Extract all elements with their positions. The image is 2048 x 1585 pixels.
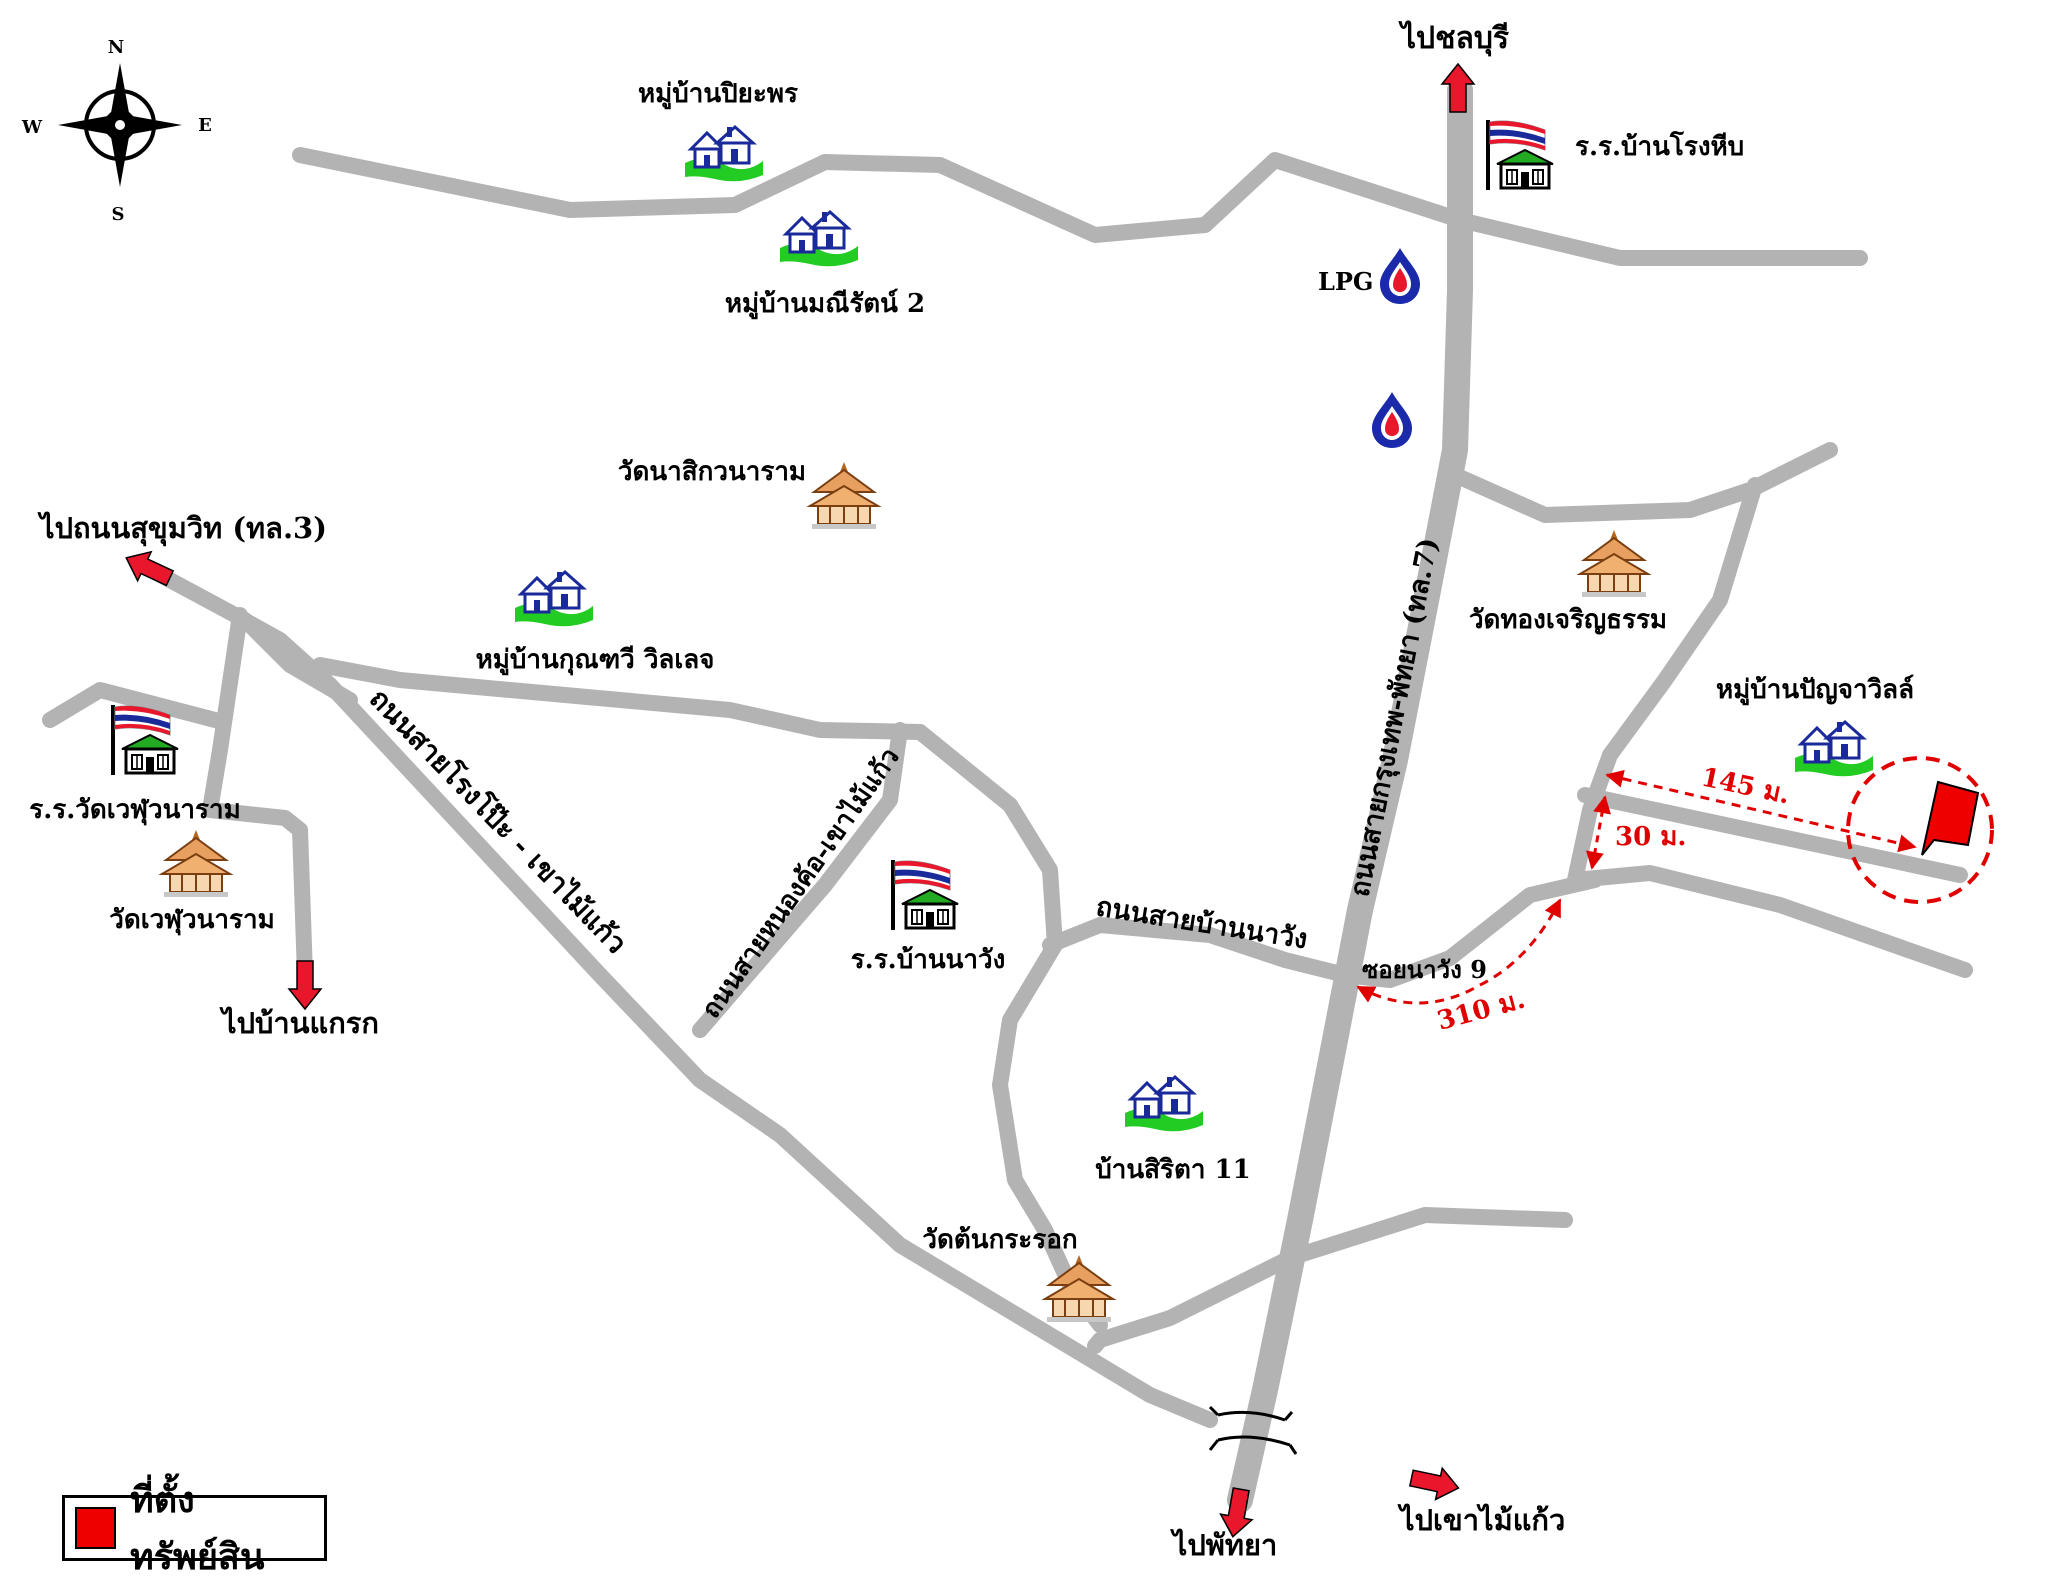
compass-e: E [198, 115, 212, 136]
dest-khao-mai-kaeo-label: ไปเขาไม้แก้ว [1397, 1503, 1565, 1537]
label-soi-nawang: ซอยนาวัง 9 [1362, 955, 1487, 984]
property-marker [1921, 780, 1980, 856]
road-ban-nawang [1042, 917, 1353, 983]
road-wat-wephu [202, 607, 313, 983]
road-rong-po-label: ถนนสายโรงโป๊ะ - เขาไม้แก้ว [363, 681, 634, 960]
village-piyaporn-icon [683, 125, 765, 183]
label-school-ban-nawang: ร.ร.บ้านนาวัง [851, 945, 1006, 975]
dest-pattaya-label: ไปพัทยา [1170, 1528, 1278, 1562]
compass-icon: N S E W [21, 37, 212, 225]
distance-145-arrow [1605, 769, 1917, 853]
label-panya-ville: หมู่บ้านปัญจาวิลล์ [1716, 674, 1914, 706]
bridge-icon [1208, 1405, 1298, 1455]
road-east-4 [1567, 865, 1973, 978]
school-ban-nawang-icon [891, 858, 960, 932]
label-maneerat: หมู่บ้านมณีรัตน์ 2 [725, 288, 925, 320]
compass-s: S [112, 204, 125, 225]
road-loop [912, 724, 1108, 1333]
property-circle [1846, 756, 1994, 904]
temple-wat-thong-charoen-icon [1579, 529, 1649, 598]
dest-sukhumvit-label: ไปถนนสุขุมวิท (ทล.3) [37, 511, 327, 546]
road-east-1 [1447, 442, 1838, 523]
temple-wat-wephu-icon [161, 829, 231, 898]
label-lpg: LPG [1318, 267, 1373, 296]
road-south [1092, 1207, 1573, 1348]
label-school-wat-wephu: ร.ร.วัดเวฬุวนาราม [29, 795, 240, 826]
distance-145-label: 145 ม. [1699, 763, 1793, 811]
temple-wat-nasik-icon [809, 461, 879, 530]
distance-30-label: 30 ม. [1615, 822, 1686, 852]
label-wat-ton-krarok: วัดต้นกระรอก [922, 1225, 1077, 1255]
legend-swatch [75, 1507, 117, 1549]
label-school-rong-heeb: ร.ร.บ้านโรงหีบ [1575, 130, 1744, 162]
gas-station-lpg-icon [1380, 248, 1420, 304]
road-north [292, 147, 1868, 266]
road-nong-kho [692, 722, 908, 1038]
dest-ban-khaeng-label: ไปบ้านแกรก [219, 1006, 379, 1040]
village-maneerat-icon [778, 210, 860, 268]
dest-chonburi-label: ไปชลบุรี [1398, 20, 1509, 57]
legend: ที่ตั้งทรัพย์สิน [62, 1479, 327, 1578]
school-wat-wephu-icon [111, 703, 180, 777]
compass-n: N [108, 37, 124, 58]
highway-7-label: ถนนสายกรุงเทพ-พัทยา (ทล.7) [1344, 535, 1445, 899]
distance-310-label: 310 ม. [1434, 985, 1528, 1037]
school-rong-heeb-icon [1486, 118, 1555, 192]
label-ban-sirita: บ้านสิริตา 11 [1095, 1155, 1250, 1185]
arrow-ban-khaeng-icon [288, 960, 322, 1010]
label-kunnatee: หมู่บ้านกุณฑวี วิลเลจ [476, 645, 715, 676]
highway-7 [1227, 77, 1473, 1513]
distance-310-arrow [1356, 898, 1562, 1005]
village-panya-ville-icon [1793, 720, 1875, 778]
gas-station-icon [1372, 392, 1412, 448]
label-wat-nasik: วัดนาสิกวนาราม [618, 457, 806, 487]
legend-label: ที่ตั้งทรัพย์สิน [130, 1479, 265, 1578]
village-sirita-icon [1123, 1075, 1205, 1133]
road-kunnatee [312, 657, 928, 740]
road-school-west [42, 682, 223, 728]
road-nong-kho-label: ถนนสายหนองค้อ-เขาไม้แก้ว [695, 741, 906, 1024]
road-south-link [1087, 1332, 1108, 1354]
arrow-khao-mai-kaeo-icon [1407, 1461, 1463, 1505]
road-sukhumvit-spur [237, 612, 358, 708]
label-piyaporn: หมู่บ้านปิยะพร [638, 79, 798, 110]
label-wat-thong-charoen: วัดทองเจริญธรรม [1469, 605, 1667, 635]
label-wat-wephu: วัดเวฬุวนาราม [109, 905, 274, 936]
village-kunnatee-icon [513, 570, 595, 628]
compass-w: W [21, 117, 43, 138]
road-ban-nawang-label: ถนนสายบ้านนาวัง [1094, 891, 1310, 955]
